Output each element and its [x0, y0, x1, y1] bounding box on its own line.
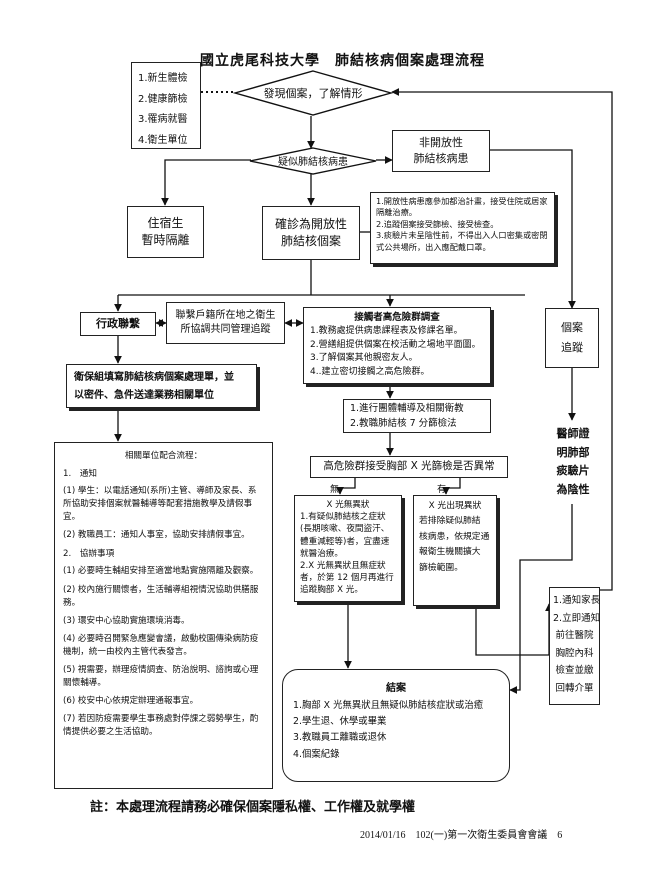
coordination-section: 1. 通知 [63, 469, 97, 480]
admin-liaison-box: 行政聯繫 [80, 312, 156, 336]
coordination-item: (3) 環安中心協助實施環境消毒。 [63, 615, 190, 626]
contact-survey-item: 1.教務處提供病患課程表及修課名單。 [310, 326, 463, 337]
case-track-line: 追蹤 [561, 341, 583, 354]
doctor-certificate-note: 醫師證 明肺部 痰驗片 為陰性 [545, 425, 601, 500]
coordination-title: 相關單位配合流程： [124, 451, 203, 461]
doctor-note-line: 痰驗片 [556, 464, 590, 478]
case-closed-item: 4.個案紀錄 [293, 748, 340, 760]
case-closed-item: 1.胸部 X 光無異狀且無疑似肺結核症狀或治癒 [293, 699, 484, 711]
non-open-line: 非開放性 [419, 136, 463, 150]
coordination-item: (6) 校安中心依規定辦理通報事宜。 [63, 695, 199, 706]
non-open-box: 非開放性 肺結核病患 [392, 130, 490, 172]
coordination-item: (1) 必要時生輔組安排至適當地點實施隔離及觀察。 [63, 566, 259, 577]
xray-normal-title: X 光無異狀 [326, 500, 370, 510]
residence-line: 住宿生 [147, 215, 184, 230]
contact-survey-box: 接觸者高危險群調查 1.教務處提供病患課程表及修課名單。 2.營繕組提供個案在校… [303, 307, 491, 384]
fill-form-line: 衛保組填寫肺結核病個案處理單，並 [74, 372, 234, 383]
contact-survey-item: 4..建立密切接觸之高危險群。 [310, 366, 430, 377]
xray-normal-line: 體重減輕等)者，宜盡速 [300, 536, 390, 547]
xray-abnormal-line: 若排除疑似肺結 [419, 516, 481, 527]
case-closed-item: 3.教職員工離職或退休 [293, 732, 387, 744]
case-closed-box: 結案 1.胸部 X 光無異狀且無疑似肺結核症狀或治癒 2.學生退、休學或畢業 3… [282, 669, 510, 782]
case-track-line: 個案 [561, 321, 583, 335]
contact-survey-title: 接觸者高危險群調查 [354, 312, 440, 323]
coordination-item: (5) 視需要，辦理疫情調查、防治說明、諮詢或心理關懷輔導。 [63, 664, 259, 688]
xray-abnormal-line: 報衛生機關擴大 [419, 547, 481, 558]
notify-line: 2.立即通知 [553, 612, 601, 624]
xray-normal-line: 2.X 光無異狀且無症狀 [300, 561, 386, 572]
source-item: 1.新生體檢 [138, 73, 188, 84]
doctor-note-line: 醫師證 [556, 427, 590, 440]
contact-survey-item: 3.了解個案其他親密友人。 [310, 353, 418, 364]
source-item: 2.健康篩檢 [138, 93, 188, 105]
xray-normal-line: 追蹤胸部 X 光。 [300, 585, 363, 596]
contact-survey-item: 2.營繕組提供個案在校活動之場地平面圖。 [310, 339, 481, 350]
xray-normal-line: 就醫治療。 [300, 548, 343, 559]
doctor-note-line: 明肺部 [556, 445, 590, 459]
page-title: 國立虎尾科技大學 肺結核病個案處理流程 [200, 53, 485, 69]
xray-abnormal-box: X 光出現異狀 若排除疑似肺結 核病患，依規定通 報衛生機關擴大 篩檢範圍。 [413, 495, 497, 606]
case-closed-title: 結案 [386, 683, 406, 694]
residence-line: 暫時隔離 [141, 233, 190, 247]
coordination-box: 相關單位配合流程： 1. 通知 (1) 學生：以電話通知(系所)主管、導師及家長… [54, 442, 273, 789]
coordination-item: (2) 教職員工：通知人事室，協助安排請假事宜。 [63, 530, 250, 541]
confirmed-line: 確診為開放性 [274, 216, 347, 231]
case-tracking-box: 個案 追蹤 [545, 308, 599, 368]
health-liaison-line: 所協調共同管理追蹤 [180, 324, 271, 335]
group-edu-line: 1.進行團體輔導及相關衛教 [350, 403, 464, 414]
fill-form-line: 以密件、急件送達業務相關單位 [74, 390, 214, 401]
coordination-item: (1) 學生：以電話通知(系所)主管、導師及家長、系所協助安排個案就醫輔導等配套… [63, 486, 257, 523]
case-sources-box: 1.新生體檢 2.健康篩檢 3.罹病就醫 4.衛生單位 [131, 62, 201, 149]
notify-line: 1.通知家長 [553, 595, 601, 606]
source-item: 3.罹病就醫 [138, 114, 188, 125]
group-edu-line: 2.教職肺結核 7 分篩檢法 [350, 417, 457, 429]
branch-yes-label: 有 [437, 485, 447, 495]
suspect-label: 疑似肺結核病患 [278, 157, 348, 168]
coordination-item: (7) 若因防疫需要學生事務處對停課之弱勢學生，酌情提供必要之生活協助。 [63, 714, 259, 738]
branch-no-label: 無 [330, 485, 340, 495]
xray-normal-box: X 光無異狀 1.有疑似肺結核之症狀 (長期咳嗽、夜間盜汗、 體重減輕等)者，宜… [294, 495, 402, 602]
notify-line: 前往醫院 [555, 630, 594, 642]
discover-label: 發現個案，了解情形 [263, 87, 363, 100]
group-education-box: 1.進行團體輔導及相關衛教 2.教職肺結核 7 分篩檢法 [343, 399, 491, 433]
coordination-item: (4) 必要時召開緊急應變會議，啟動校園傳染病防疫機制，統一由校內主管代表發言。 [63, 633, 259, 657]
source-item: 4.衛生單位 [138, 134, 188, 146]
treatment-notes-box: 1.開放性病患應參加都治計畫，接受住院或居家隔離治療。 2.追蹤個案接受篩檢、接… [370, 192, 555, 264]
confirmed-line: 肺結核個案 [280, 234, 341, 248]
notify-line: 回轉介單 [555, 682, 594, 694]
fill-form-box: 衛保組填寫肺結核病個案處理單，並 以密件、急件送達業務相關單位 [66, 364, 257, 408]
xray-normal-line: (長期咳嗽、夜間盜汗、 [300, 524, 390, 535]
non-open-line: 肺結核病患 [413, 152, 469, 165]
health-bureau-liaison-box: 聯繫戶籍所在地之衛生 所協調共同管理追蹤 [166, 302, 285, 344]
page-footer: 2014/01/16 102(一)第一次衛生委員會會議 6 [360, 830, 563, 841]
xray-abnormal-line: 核病患，依規定通 [419, 531, 490, 542]
residence-box: 住宿生 暫時隔離 [127, 206, 204, 258]
notify-line: 胸腔內科 [555, 647, 594, 659]
treatment-note: 1.開放性病患應參加都治計畫，接受住院或居家隔離治療。 [376, 196, 548, 218]
doctor-note-line: 為陰性 [556, 483, 590, 497]
suspect-diamond [249, 147, 377, 175]
xray-question-box: 高危險群接受胸部 X 光篩檢是否異常 [310, 456, 508, 478]
coordination-section: 2. 協辦事項 [63, 549, 115, 560]
case-closed-item: 2.學生退、休學或畢業 [293, 715, 387, 727]
privacy-note: 註：本處理流程請務必確保個案隱私權、工作權及就學權 [90, 800, 416, 815]
health-liaison-line: 聯繫戶籍所在地之衛生 [175, 309, 276, 321]
notify-box: 1.通知家長 2.立即通知 前往醫院 胸腔內科 檢查並繳 回轉介單 [549, 587, 600, 705]
confirmed-box: 確診為開放性 肺結核個案 [262, 206, 360, 260]
xray-normal-line: 者，於第 12 個月再進行 [300, 573, 394, 584]
xray-abnormal-line: 篩檢範圍。 [419, 562, 463, 573]
treatment-note: 3.痰驗片未呈陰性前，不得出入人口密集或密閉式公共場所，出入應配戴口罩。 [376, 230, 548, 252]
xray-abnormal-title: X 光出現異狀 [428, 501, 482, 511]
coordination-item: (2) 校內施行關懷者，生活輔導組視情況協助供膳服務。 [63, 584, 259, 608]
discover-diamond [233, 70, 393, 116]
treatment-note: 2.追蹤個案接受篩檢、接受檢查。 [376, 218, 499, 229]
notify-line: 檢查並繳 [555, 665, 594, 677]
xray-normal-line: 1.有疑似肺結核之症狀 [300, 512, 386, 523]
